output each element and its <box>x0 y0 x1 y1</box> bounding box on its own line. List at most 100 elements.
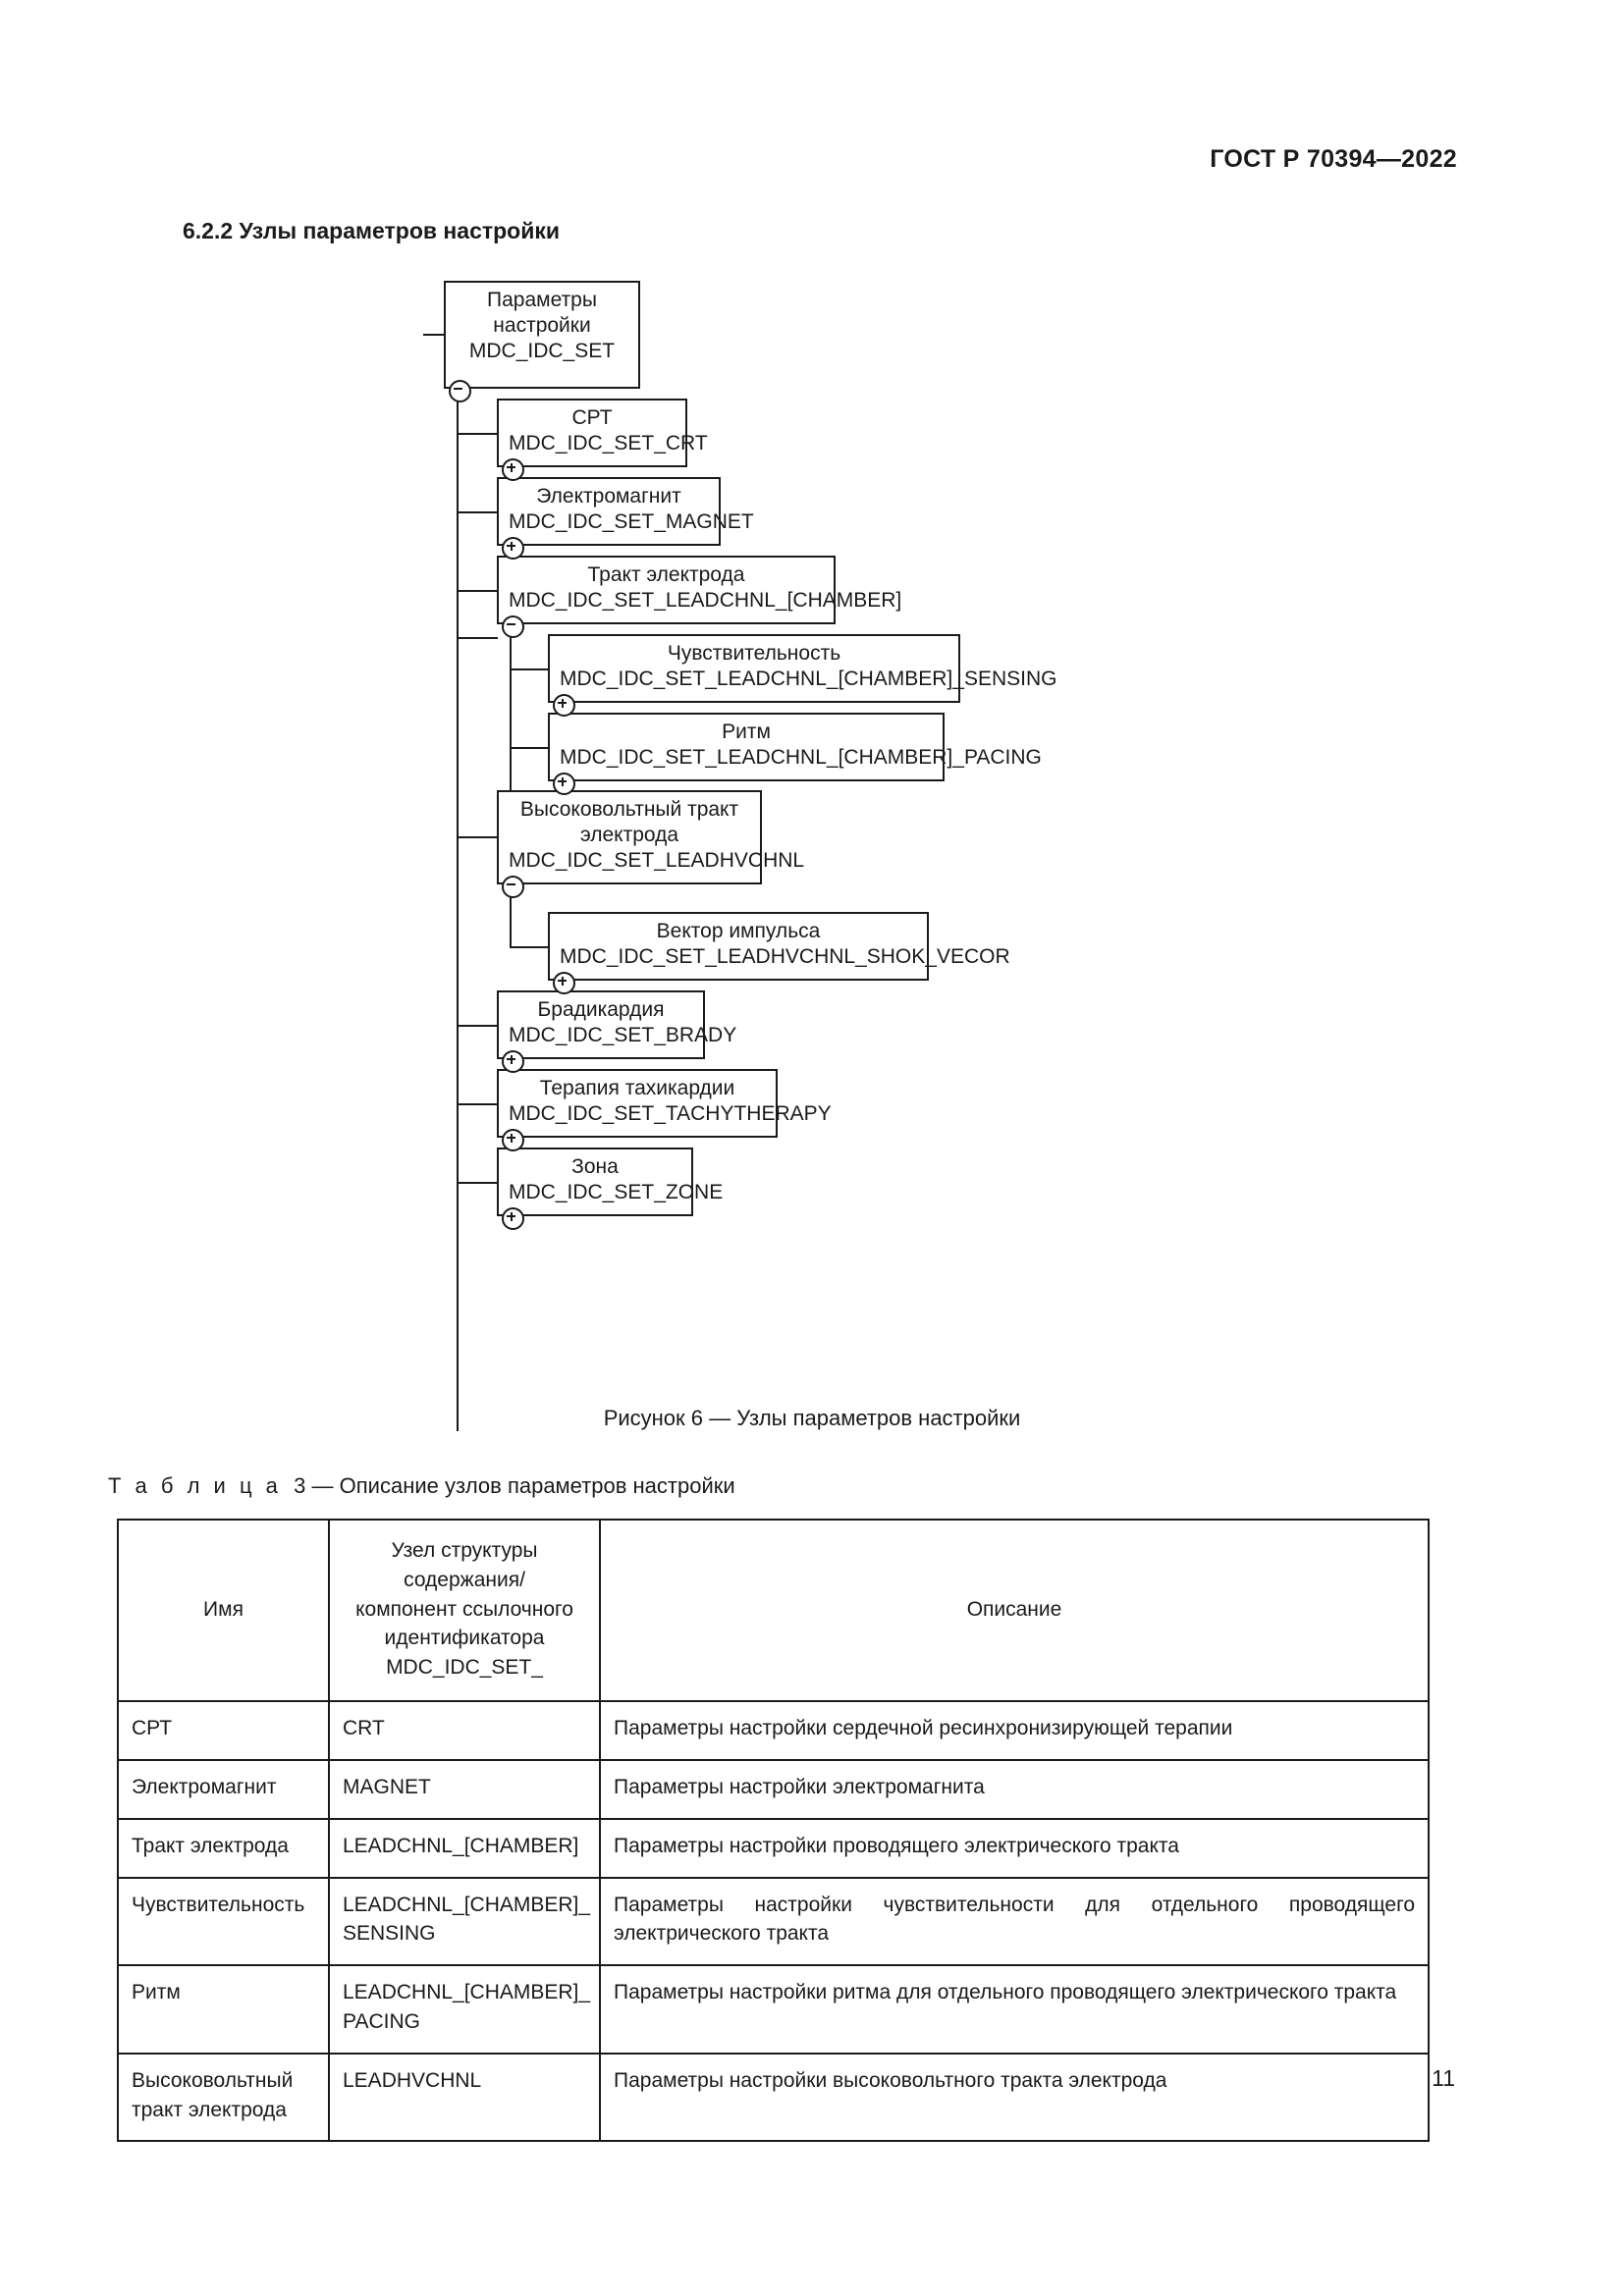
table-cell-description: Параметры настройки чувствительности для… <box>599 1876 1430 1967</box>
table-row: Тракт электрода LEADCHNL_[CHAMBER] Парам… <box>117 1817 1430 1879</box>
table-caption-text: — Описание узлов параметров настройки <box>311 1473 735 1498</box>
table-caption-label: Т а б л и ц а <box>108 1473 282 1498</box>
tree-node-zone-name: Зона <box>571 1155 619 1178</box>
tree-node-leadhvchnl[interactable]: Высоковольтный тракт электрода MDC_IDC_S… <box>497 790 805 884</box>
tree-node-tachytherapy[interactable]: Терапия тахикардии MDC_IDC_SET_TACHYTHER… <box>497 1069 832 1138</box>
root-left-stub <box>423 334 445 336</box>
connector-root-to-tachytherapy <box>457 1103 498 1105</box>
expand-toggle-zone-plus-icon[interactable] <box>502 1207 524 1230</box>
table-header-node-line2: компонент ссылочного <box>355 1597 573 1621</box>
tree-node-zone-code: MDC_IDC_SET_ZONE <box>509 1181 724 1204</box>
tree-node-shok-vecor-name: Вектор импульса <box>656 920 821 942</box>
table-caption-number: 3 <box>294 1473 306 1498</box>
table-header-name: Имя <box>117 1518 330 1703</box>
table-row: Электромагнит MAGNET Параметры настройки… <box>117 1758 1430 1820</box>
tree-node-brady[interactable]: Брадикардия MDC_IDC_SET_BRADY <box>497 990 737 1059</box>
trunk-leadhvchnl <box>510 894 512 948</box>
collapse-toggle-root-minus-icon[interactable] <box>449 380 471 402</box>
table-cell-description: Параметры настройки электромагнита <box>599 1758 1430 1820</box>
connector-leadchnl-to-pacing <box>510 747 549 749</box>
table-header-node: Узел структуры содержания/ компонент ссы… <box>328 1518 601 1703</box>
tree-node-magnet[interactable]: Электромагнит MDC_IDC_SET_MAGNET <box>497 477 754 546</box>
table-cell-description: Параметры настройки ритма для отдельного… <box>599 1964 1430 2055</box>
tree-node-root-code: MDC_IDC_SET <box>468 340 616 363</box>
tree-node-pacing-name: Ритм <box>722 721 771 743</box>
table-cell-name: Ритм <box>117 1964 330 2055</box>
connector-root-to-leadchnl <box>457 590 498 592</box>
tree-node-leadchnl[interactable]: Тракт электрода MDC_IDC_SET_LEADCHNL_[CH… <box>497 556 902 624</box>
settings-nodes-tree-diagram: Параметры настройки MDC_IDC_SET СРТ MDC_… <box>0 277 1624 1431</box>
collapse-toggle-leadhvchnl-minus-icon[interactable] <box>502 876 524 898</box>
tree-node-crt-name: СРТ <box>571 406 613 429</box>
tree-node-magnet-code: MDC_IDC_SET_MAGNET <box>509 510 754 534</box>
connector-root-to-crt <box>457 433 498 435</box>
table-row: Ритм LEADCHNL_[CHAMBER]_ PACING Параметр… <box>117 1964 1430 2055</box>
tree-node-sensing-name: Чувствительность <box>667 642 841 665</box>
table-header-row: Имя Узел структуры содержания/ компонент… <box>117 1518 1430 1703</box>
tree-node-leadchnl-code: MDC_IDC_SET_LEADCHNL_[CHAMBER] <box>509 589 902 613</box>
tree-node-brady-code: MDC_IDC_SET_BRADY <box>509 1024 737 1047</box>
page-number: 11 <box>1432 2065 1455 2091</box>
tree-node-crt[interactable]: СРТ MDC_IDC_SET_CRT <box>497 399 708 467</box>
tree-node-root-name-line1: Параметры <box>487 289 597 311</box>
tree-node-root-name-line2: настройки <box>493 314 591 338</box>
expand-toggle-magnet-plus-icon[interactable] <box>502 537 524 560</box>
tree-node-shok-vecor[interactable]: Вектор импульса MDC_IDC_SET_LEADHVCHNL_S… <box>548 912 1010 981</box>
table-cell-name: Чувствительность <box>117 1876 330 1967</box>
figure-caption: Рисунок 6 — Узлы параметров настройки <box>603 1406 1021 1430</box>
table-cell-node: LEADCHNL_[CHAMBER] <box>328 1817 601 1879</box>
connector-root-to-leadhvchnl-stub <box>457 836 498 838</box>
tree-node-root[interactable]: Параметры настройки MDC_IDC_SET <box>444 281 640 389</box>
connector-root-to-magnet <box>457 511 498 513</box>
table-cell-name: Высоковольтный тракт электрода <box>117 2052 330 2143</box>
trunk-root <box>457 399 459 1431</box>
tree-node-crt-code: MDC_IDC_SET_CRT <box>509 432 708 455</box>
connector-root-to-leadhvchnl <box>457 637 498 639</box>
table-header-node-line1: Узел структуры содержания/ <box>391 1539 538 1591</box>
table-cell-description: Параметры настройки сердечной ресинхрони… <box>599 1700 1430 1761</box>
expand-toggle-pacing-plus-icon[interactable] <box>553 773 575 795</box>
tree-node-leadchnl-name: Тракт электрода <box>587 563 745 586</box>
tree-node-leadhvchnl-code: MDC_IDC_SET_LEADHVCHNL <box>509 849 805 873</box>
table-cell-node: LEADCHNL_[CHAMBER]_ SENSING <box>328 1876 601 1967</box>
expand-toggle-shok-vecor-plus-icon[interactable] <box>553 972 575 994</box>
table-cell-node: LEADCHNL_[CHAMBER]_ PACING <box>328 1964 601 2055</box>
expand-toggle-brady-plus-icon[interactable] <box>502 1050 524 1073</box>
tree-node-zone[interactable]: Зона MDC_IDC_SET_ZONE <box>497 1148 724 1216</box>
settings-nodes-description-table: Имя Узел структуры содержания/ компонент… <box>117 1518 1430 2143</box>
expand-toggle-sensing-plus-icon[interactable] <box>553 694 575 717</box>
table-cell-description: Параметры настройки проводящего электрич… <box>599 1817 1430 1879</box>
table-cell-description: Параметры настройки высоковольтного трак… <box>599 2052 1430 2143</box>
table-cell-name: СРТ <box>117 1700 330 1761</box>
connector-root-to-brady <box>457 1025 498 1027</box>
tree-node-pacing[interactable]: Ритм MDC_IDC_SET_LEADCHNL_[CHAMBER]_PACI… <box>548 713 1042 781</box>
table-cell-node: CRT <box>328 1700 601 1761</box>
table-cell-name: Электромагнит <box>117 1758 330 1820</box>
table-row: СРТ CRT Параметры настройки сердечной ре… <box>117 1700 1430 1761</box>
table-3-container: Имя Узел структуры содержания/ компонент… <box>117 1518 1430 2143</box>
expand-toggle-crt-plus-icon[interactable] <box>502 458 524 481</box>
tree-node-magnet-name: Электромагнит <box>536 485 681 507</box>
tree-node-tachytherapy-name: Терапия тахикардии <box>539 1077 735 1099</box>
document-header-standard-number: ГОСТ Р 70394—2022 <box>1210 145 1457 173</box>
table-cell-name: Тракт электрода <box>117 1817 330 1879</box>
table-caption: Т а б л и ц а 3 — Описание узлов парамет… <box>108 1473 735 1499</box>
connector-leadhvchnl-to-shokvecor <box>510 946 549 948</box>
collapse-toggle-leadchnl-minus-icon[interactable] <box>502 615 524 638</box>
tree-node-brady-name: Брадикардия <box>537 998 665 1021</box>
expand-toggle-tachytherapy-plus-icon[interactable] <box>502 1129 524 1151</box>
connector-root-to-zone <box>457 1182 498 1184</box>
table-header-node-line3: идентификатора MDC_IDC_SET_ <box>384 1627 545 1680</box>
section-heading: 6.2.2 Узлы параметров настройки <box>183 218 561 243</box>
trunk-leadchnl <box>510 634 512 800</box>
table-header-description: Описание <box>599 1518 1430 1703</box>
connector-leadchnl-to-sensing <box>510 668 549 670</box>
tree-node-sensing[interactable]: Чувствительность MDC_IDC_SET_LEADCHNL_[C… <box>548 634 1057 703</box>
table-row: Высоковольтный тракт электрода LEADHVCHN… <box>117 2052 1430 2143</box>
tree-node-sensing-code: MDC_IDC_SET_LEADCHNL_[CHAMBER]_SENSING <box>560 667 1057 691</box>
tree-node-leadhvchnl-name-line2: электрода <box>579 824 679 847</box>
table-cell-node: LEADHVCHNL <box>328 2052 601 2143</box>
tree-node-tachytherapy-code: MDC_IDC_SET_TACHYTHERAPY <box>509 1102 832 1126</box>
tree-node-leadhvchnl-name-line1: Высоковольтный тракт <box>519 798 739 821</box>
